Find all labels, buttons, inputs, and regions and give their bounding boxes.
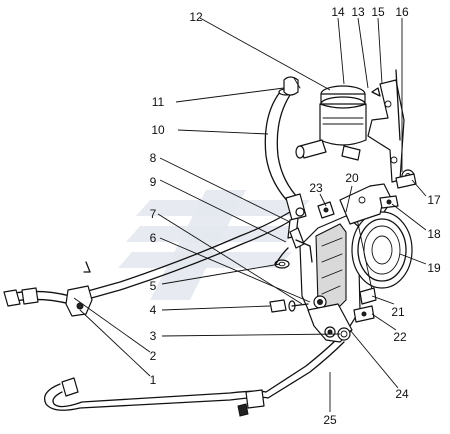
return-pipe-upper [3, 211, 293, 307]
callout-14: 14 [331, 5, 345, 19]
callout-17: 17 [427, 193, 441, 207]
callout-15: 15 [371, 5, 385, 19]
callout-24: 24 [395, 387, 409, 401]
callout-8: 8 [150, 151, 157, 165]
callout-4: 4 [150, 303, 157, 317]
callout-21: 21 [391, 305, 405, 319]
callout-25: 25 [323, 413, 337, 427]
mounting-bolts-21-22 [353, 287, 377, 323]
pipe-fittings-6-9 [275, 227, 313, 265]
callout-3: 3 [150, 329, 157, 343]
callout-18: 18 [427, 227, 441, 241]
fitting-23 [317, 201, 335, 219]
callouts: 1 2 3 4 5 6 7 8 9 10 11 12 14 13 15 16 1… [150, 5, 441, 427]
bolt-washer-4 [269, 299, 309, 313]
callout-5: 5 [150, 279, 157, 293]
oil-reservoir [295, 85, 367, 161]
callout-19: 19 [427, 261, 441, 275]
callout-2: 2 [150, 349, 157, 363]
reservoir-bracket [367, 79, 405, 183]
pipe-clip-top [83, 261, 91, 273]
callout-13: 13 [351, 5, 365, 19]
pump-pulley [351, 211, 413, 291]
leader-lines [73, 17, 427, 412]
callout-6: 6 [150, 231, 157, 245]
callout-23: 23 [309, 181, 323, 195]
callout-16: 16 [395, 5, 409, 19]
callout-9: 9 [150, 175, 157, 189]
callout-1: 1 [150, 373, 157, 387]
callout-10: 10 [151, 123, 165, 137]
callout-11: 11 [152, 95, 165, 109]
suction-hose [264, 88, 301, 207]
callout-22: 22 [393, 330, 407, 344]
lower-pressure-pipe [43, 337, 345, 417]
callout-12: 12 [189, 10, 203, 24]
callout-20: 20 [345, 171, 359, 185]
hose-clamp-11 [283, 76, 301, 96]
callout-7: 7 [150, 207, 157, 221]
pipe-clamp-bracket-2 [65, 285, 93, 317]
